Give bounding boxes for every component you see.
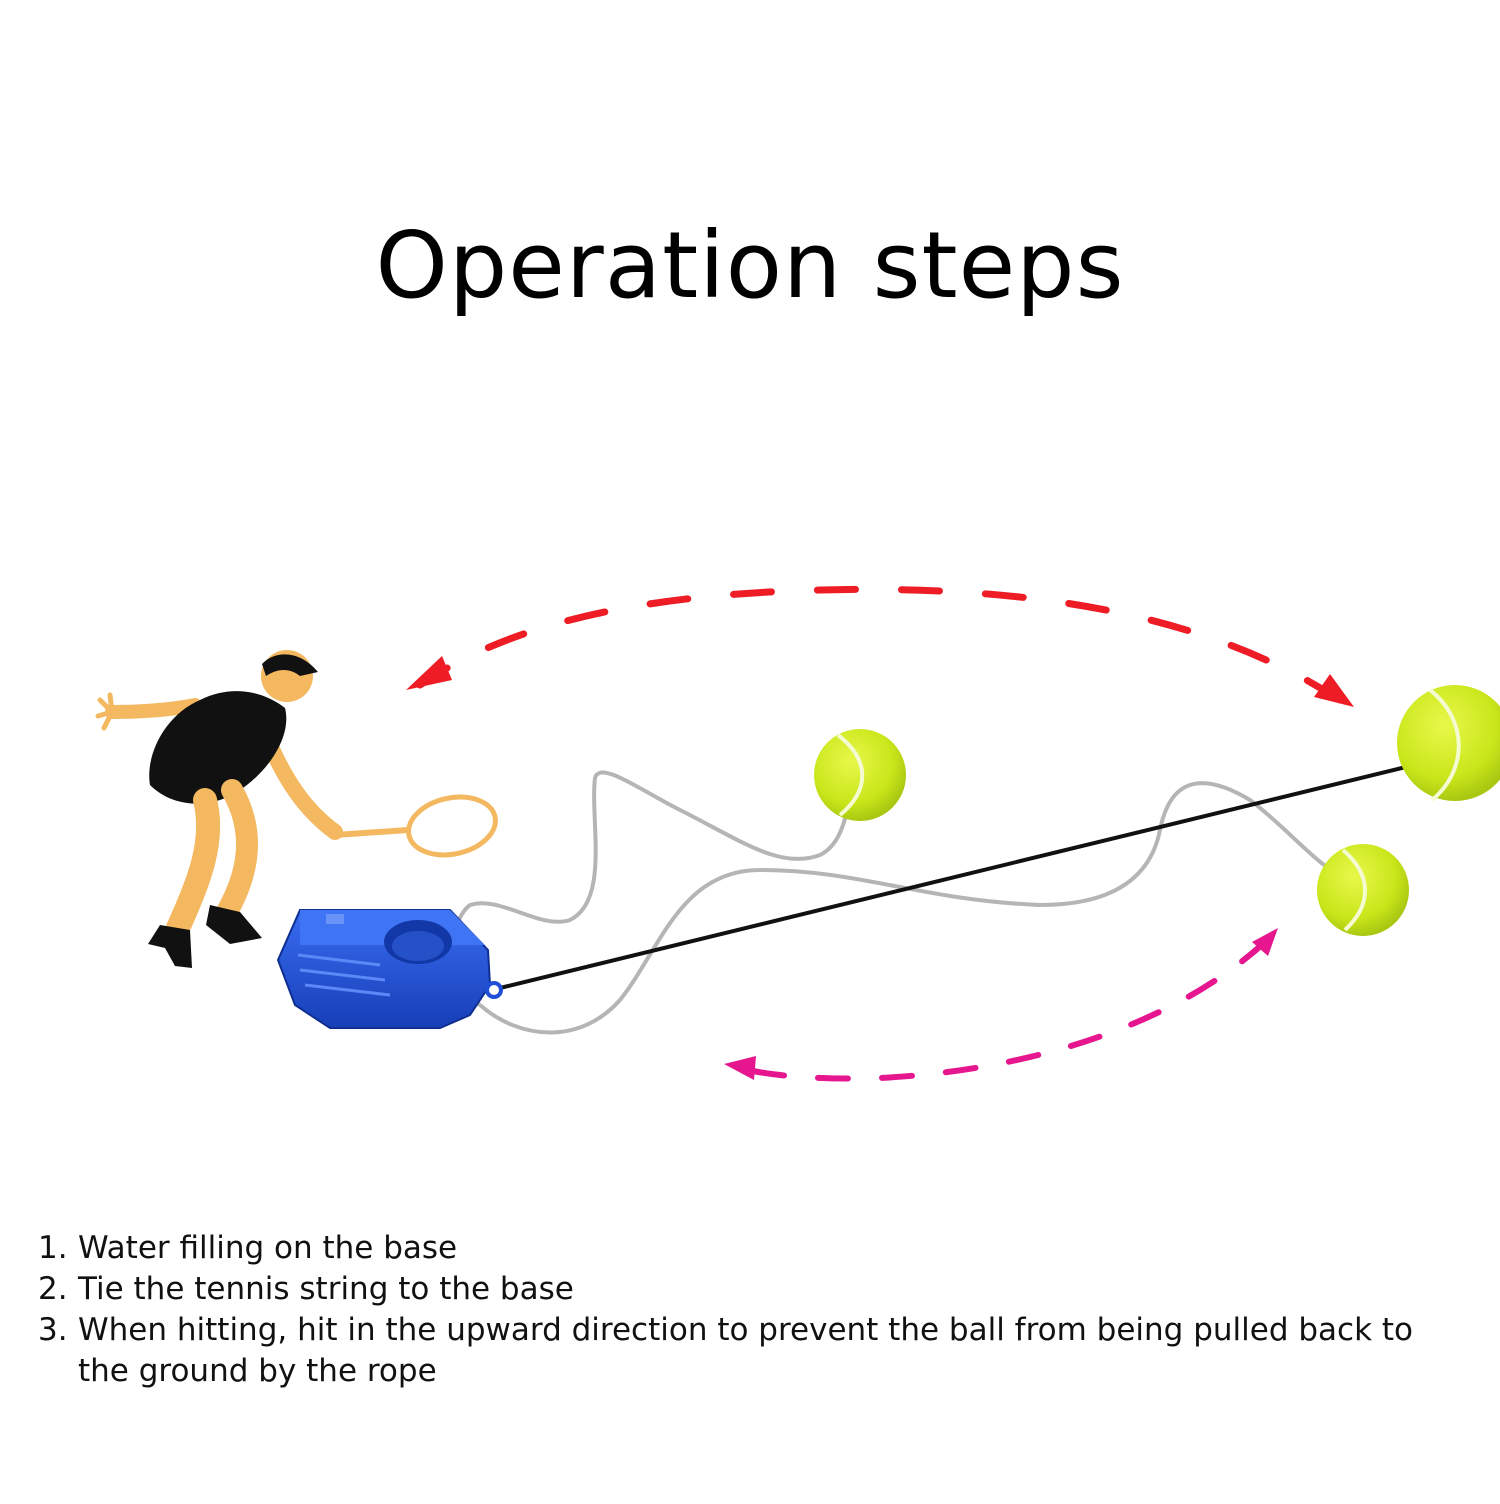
step-number: 3. xyxy=(38,1312,68,1348)
training-base-icon xyxy=(276,909,503,1029)
list-item: 3. When hitting, hit in the upward direc… xyxy=(38,1310,1468,1392)
tennis-player-icon xyxy=(95,650,498,968)
page-title: Operation steps xyxy=(375,212,1125,319)
steps-list: 1. Water filling on the base 2. Tie the … xyxy=(38,1228,1468,1392)
step-text: Water filling on the base xyxy=(78,1230,458,1266)
slack-rope xyxy=(450,770,1351,1035)
step-text: Tie the tennis string to the base xyxy=(78,1271,574,1307)
step-text: When hitting, hit in the upward directio… xyxy=(78,1312,1413,1389)
top-swing-arrow xyxy=(406,585,1354,707)
tennis-ball-icon xyxy=(1397,685,1500,802)
tennis-ball-icon xyxy=(814,729,906,821)
tennis-ball-icon xyxy=(1317,844,1409,936)
list-item: 1. Water filling on the base xyxy=(38,1228,1468,1269)
taut-rope xyxy=(499,764,1411,990)
step-number: 2. xyxy=(38,1271,68,1307)
list-item: 2. Tie the tennis string to the base xyxy=(38,1269,1468,1310)
operation-illustration xyxy=(95,585,1500,1082)
step-number: 1. xyxy=(38,1230,68,1266)
bottom-return-arrow xyxy=(724,928,1278,1082)
